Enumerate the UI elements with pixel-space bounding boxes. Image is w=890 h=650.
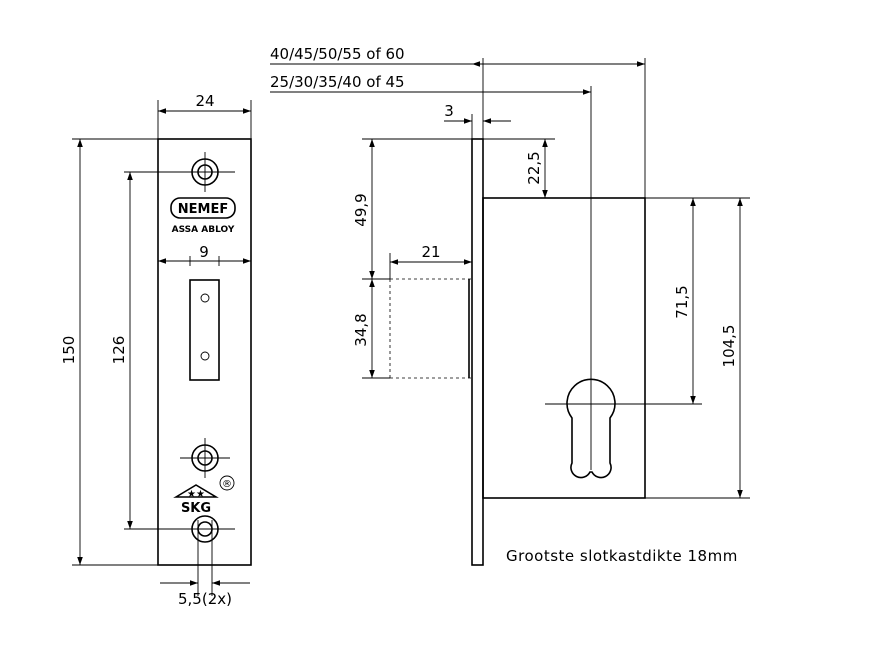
bolt-projection-label: 21 (421, 243, 440, 261)
hole-diameter-label: 5,5(2x) (178, 590, 232, 608)
backset-dimension: 40/45/50/55 of 60 (270, 45, 646, 198)
side-view: 40/45/50/55 of 60 25/30/35/40 of 45 3 22… (270, 45, 750, 566)
side-faceplate (471, 138, 484, 566)
hole-spacing-dimension: 126 (110, 172, 133, 529)
backset-alt-label: 25/30/35/40 of 45 (270, 73, 405, 91)
backset-alt-dimension: 25/30/35/40 of 45 (270, 73, 591, 95)
brand-subtitle: ASSA ABLOY (172, 225, 235, 235)
lock-case-body (482, 197, 646, 499)
max-case-thickness-note: Grootste slotkastdikte 18mm (506, 547, 738, 565)
lower-screw-hole (180, 438, 230, 478)
bolt-top-dimension: 49,9 (352, 138, 472, 279)
case-height-dimension: 104,5 (645, 198, 750, 499)
bolt-height-label: 34,8 (352, 313, 370, 346)
skg-label: SKG (181, 501, 211, 516)
latch-slot (189, 279, 220, 381)
bolt-height-dimension: 34,8 (352, 278, 390, 379)
width-label: 24 (195, 92, 214, 110)
bottom-screw-hole (124, 515, 235, 596)
front-view: NEMEF ASSA ABLOY 9 ★★ ® (60, 92, 252, 608)
skg-stars-icon (173, 484, 219, 498)
faceplate-thickness-label: 3 (444, 102, 454, 120)
case-offset-label: 22,5 (525, 151, 543, 184)
backset-label: 40/45/50/55 of 60 (270, 45, 405, 63)
skg-mark: ★★ ® SKG (173, 475, 235, 516)
brand-logo-text: NEMEF (178, 202, 228, 217)
bolt-top-label: 49,9 (352, 193, 370, 226)
deadbolt (389, 278, 472, 379)
bolt-projection-dimension: 21 (389, 243, 472, 279)
registered-symbol: ® (222, 479, 232, 490)
width-dimension: 24 (157, 92, 252, 139)
nemef-logo: NEMEF ASSA ABLOY (170, 197, 236, 235)
hole-spacing-label: 126 (110, 336, 128, 365)
faceplate-thickness-dimension: 3 (444, 102, 511, 139)
height-label: 150 (60, 336, 78, 365)
slot-width-dimension: 9 (158, 243, 251, 266)
case-height-label: 104,5 (720, 325, 738, 368)
svg-text:★★: ★★ (187, 489, 205, 500)
cylinder-center-dimension: 71,5 (640, 197, 750, 405)
top-screw-hole (124, 152, 235, 192)
case-offset-dimension: 22,5 (483, 138, 555, 198)
faceplate-outline (157, 138, 252, 566)
cylinder-profile (545, 86, 640, 479)
slot-width-label: 9 (199, 243, 209, 261)
cylinder-center-label: 71,5 (673, 285, 691, 318)
height-dimension: 150 (60, 138, 158, 566)
hole-diameter-dimension: 5,5(2x) (160, 580, 250, 608)
